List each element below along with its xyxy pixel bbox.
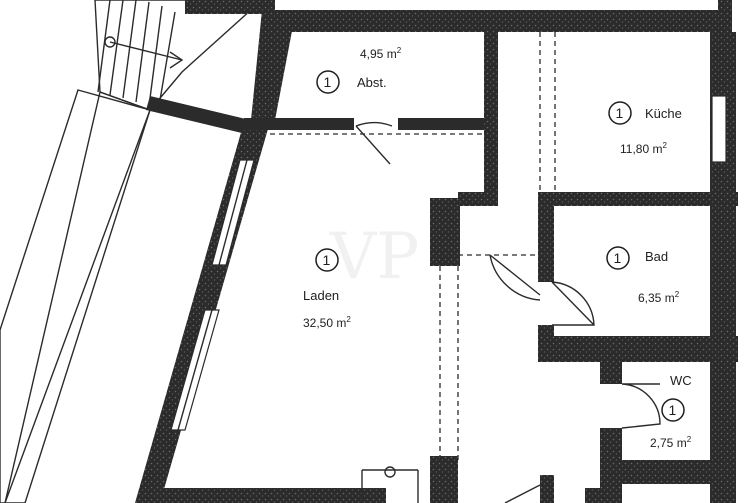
svg-text:1: 1 xyxy=(323,252,331,268)
door-abstellraum[interactable] xyxy=(355,122,393,165)
room-number-laden: 1 xyxy=(315,248,339,272)
door-bad[interactable] xyxy=(551,281,595,326)
door-wc[interactable] xyxy=(621,383,661,429)
left-corridor xyxy=(0,89,151,503)
door-corridor[interactable] xyxy=(489,254,541,301)
doors[interactable] xyxy=(355,122,661,503)
room-kueche: 1 Küche 11,80 m2 xyxy=(608,101,682,156)
svg-text:1: 1 xyxy=(669,402,677,418)
room-number-kueche: 1 xyxy=(608,101,632,125)
room-laden: 1 Laden 32,50 m2 xyxy=(303,248,351,330)
door-bottom[interactable] xyxy=(361,469,419,503)
label-laden: Laden xyxy=(303,288,339,303)
label-wc: WC xyxy=(670,373,692,388)
staircase xyxy=(94,0,264,111)
svg-text:1: 1 xyxy=(614,250,622,266)
room-number-abstellraum: 1 xyxy=(316,70,340,94)
svg-text:1: 1 xyxy=(616,105,624,121)
watermark: VP xyxy=(329,220,419,294)
room-wc: WC 1 2,75 m2 xyxy=(650,373,692,450)
label-kueche: Küche xyxy=(645,106,682,121)
room-number-bad: 1 xyxy=(606,246,630,270)
windows xyxy=(170,95,727,431)
label-bad: Bad xyxy=(645,249,668,264)
svg-text:1: 1 xyxy=(324,74,332,90)
bottom-marker xyxy=(384,466,396,478)
area-wc: 2,75 m2 xyxy=(650,435,692,450)
area-abstellraum: 4,95 m2 xyxy=(360,46,402,61)
room-bad: 1 Bad 6,35 m2 xyxy=(606,246,680,305)
door-bottom-right[interactable] xyxy=(504,484,541,503)
room-abstellraum: 4,95 m2 1 Abst. xyxy=(316,46,402,94)
room-number-wc: 1 xyxy=(661,398,685,422)
area-kueche: 11,80 m2 xyxy=(620,141,667,156)
area-laden: 32,50 m2 xyxy=(303,315,351,330)
stair-start-marker xyxy=(104,36,116,48)
label-abstellraum: Abst. xyxy=(357,75,387,90)
area-bad: 6,35 m2 xyxy=(638,290,680,305)
